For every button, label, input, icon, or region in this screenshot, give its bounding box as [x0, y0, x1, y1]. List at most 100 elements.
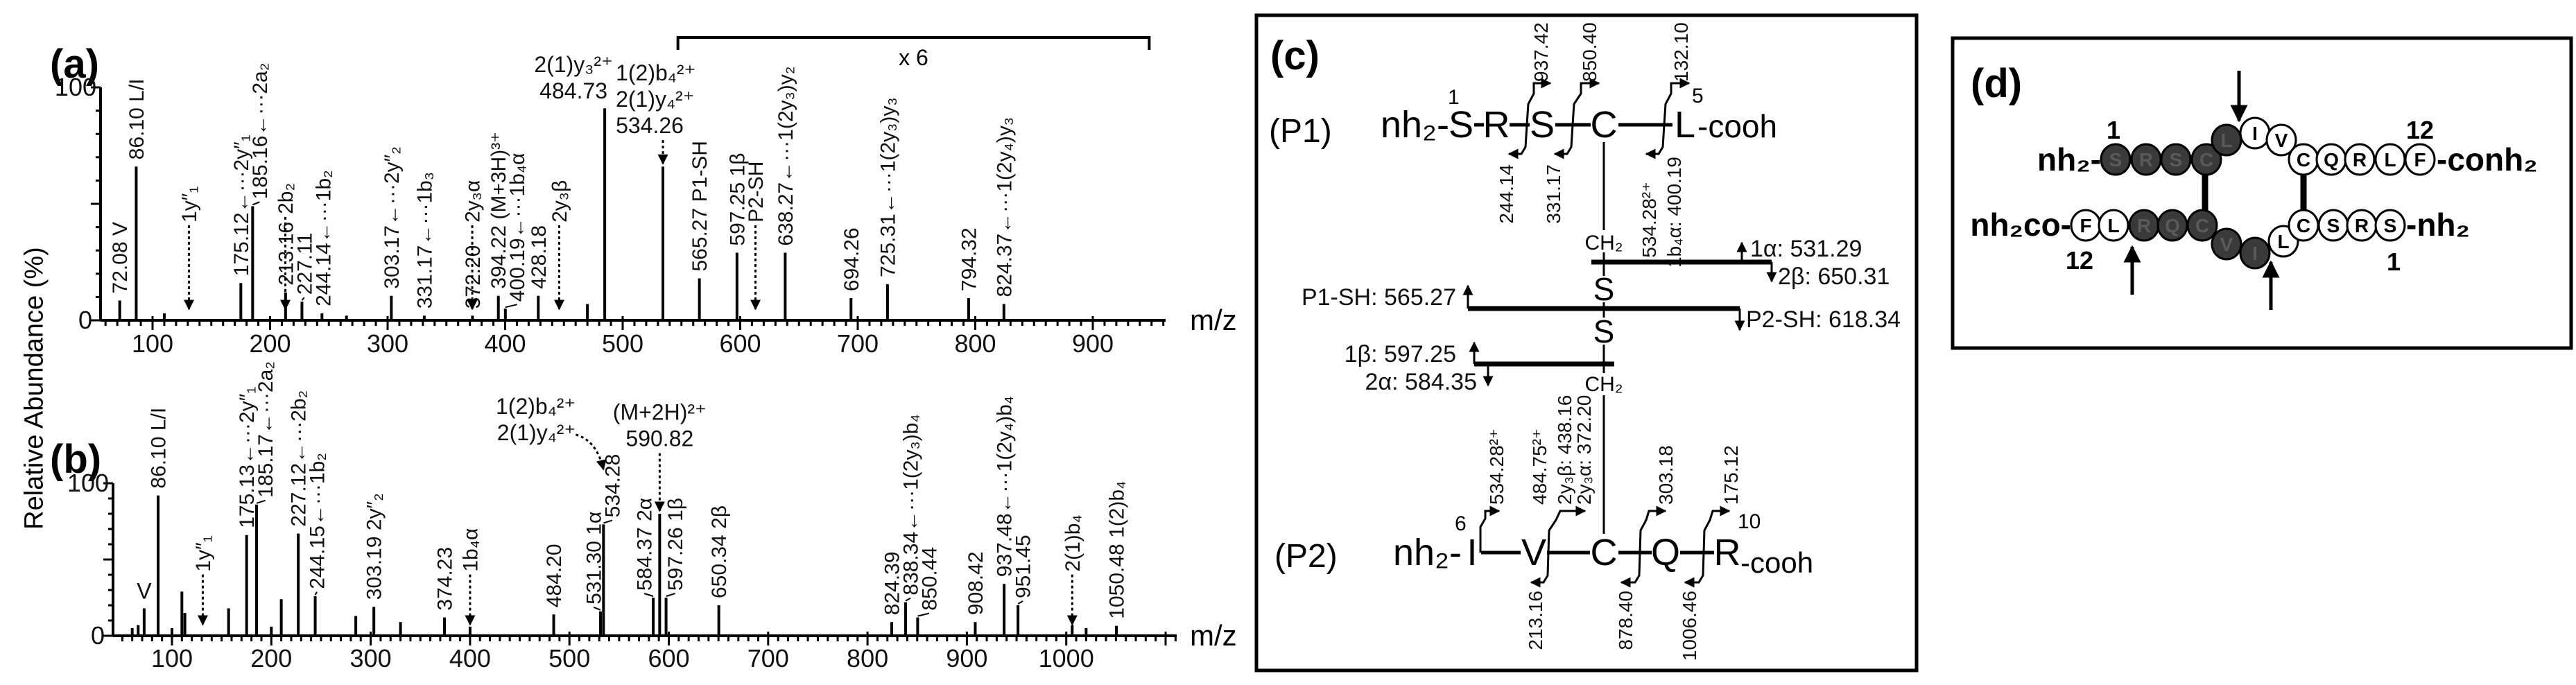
- residue-letter: I: [2252, 243, 2258, 264]
- peak-label: 584.37 2α: [634, 498, 657, 591]
- annotation-label: 2y₃α: [462, 180, 485, 223]
- top-nterm: nh₂-: [2037, 141, 2101, 177]
- p2-residue: I: [1467, 532, 1477, 573]
- residue-letter: R: [2139, 149, 2153, 171]
- annotation-label: 2(1)y₄²⁺: [497, 420, 576, 445]
- panel-label-c: (c): [1270, 33, 1320, 78]
- residue-circle: [2098, 209, 2129, 242]
- residue-letter: Q: [2165, 215, 2180, 236]
- cleavage-marker: [1507, 78, 1691, 159]
- peak-label: 400.19←···1b₄α: [506, 153, 529, 302]
- p1-nterm: nh₂-: [1381, 104, 1449, 146]
- x-tick-label: 900: [1072, 329, 1114, 358]
- cleavage-marker: [1479, 505, 1731, 588]
- peak-label: 244.14←···1b₂: [312, 170, 335, 306]
- fragment-label: 937.42: [1530, 22, 1552, 82]
- x-tick-label: 600: [719, 329, 761, 358]
- peak-label: 1050.48 1(2)b₄: [1106, 481, 1129, 619]
- residue-letter: R: [2137, 215, 2151, 236]
- fragment-label: 534.28²⁺: [1486, 428, 1507, 505]
- residue-letter: V: [2220, 234, 2233, 255]
- residue-letter: C: [2199, 149, 2213, 171]
- annotation-label: 2y₃β: [548, 180, 571, 223]
- peak-label: 725.31←···1(2y₃)y₃: [876, 97, 899, 277]
- p1-start-num: 1: [1448, 86, 1460, 109]
- peak-label: 2(1)y₄²⁺: [616, 87, 695, 112]
- label-leader: [905, 597, 911, 602]
- panel-label-a: (a): [50, 42, 99, 87]
- residue-letter: S: [2170, 149, 2183, 171]
- residue-letter: C: [2297, 149, 2310, 171]
- cleavage-label: 2α: 584.35: [1365, 369, 1477, 395]
- peak-label: 694.26: [840, 227, 863, 291]
- residue-circle: [2186, 209, 2218, 242]
- top-start-num: 1: [2107, 116, 2120, 144]
- cleavage-label: P1-SH: 565.27: [1302, 284, 1456, 311]
- peak-label: 590.82: [625, 426, 693, 451]
- peak-label: 303.19 2y″₂: [363, 493, 386, 600]
- x-tick-label: 500: [548, 644, 590, 673]
- label-leader: [1017, 600, 1023, 605]
- peak-label: 227.11: [293, 233, 316, 295]
- peak-label: 565.27 P1-SH: [689, 141, 711, 271]
- y-axis-title: Relative Abundance (%): [19, 247, 49, 530]
- bottom-start-num: 12: [2066, 246, 2093, 275]
- cleavage-label: 1α: 531.29: [1750, 236, 1862, 262]
- peak-label: 650.34 2β: [708, 505, 731, 598]
- linker-cleavage-bars: [1462, 241, 1777, 387]
- x-tick-label: 100: [151, 644, 193, 673]
- p2-residue: R: [1714, 532, 1741, 573]
- x-tick-label: 200: [249, 329, 291, 358]
- label-leader: [314, 591, 318, 596]
- annotation-label: 1y″₁: [178, 186, 201, 222]
- fragment-label: 1006.46: [1679, 591, 1700, 661]
- fragment-label: 1b₄α: 400.19: [1663, 157, 1685, 268]
- peak-label: 597.25 1β: [726, 153, 749, 246]
- peak-label: 484.73: [539, 78, 607, 103]
- peak-label: 951.45: [1012, 535, 1035, 598]
- y-tick-label: 0: [91, 621, 105, 650]
- peak-label: 824.39: [881, 551, 904, 615]
- p1-tag: (P1): [1269, 113, 1332, 150]
- label-leader: [252, 201, 260, 206]
- fragment-label: 303.18: [1655, 445, 1677, 505]
- peak-label: 838.34←···1(2y₃)b₄: [900, 414, 923, 595]
- fragment-label: 484.75²⁺: [1529, 428, 1550, 505]
- peak-label: 244.15←···1b₂: [306, 453, 329, 589]
- residue-circle: [2160, 143, 2192, 176]
- peak-label: 908.42: [965, 551, 987, 615]
- label-leader: [593, 606, 601, 611]
- peak-label: 185.17←···2a₂: [254, 361, 277, 498]
- peak-label: 638.27←···1(2y₃)y₂: [775, 67, 797, 246]
- top-end-num: 12: [2406, 116, 2434, 144]
- residue-letter: I: [2252, 123, 2258, 144]
- annotation-arrow: [575, 433, 607, 471]
- p2-residue: V: [1521, 532, 1546, 573]
- residue-circle: [2190, 143, 2222, 176]
- p1-residue: C: [1591, 104, 1618, 146]
- scale-bracket: [676, 36, 1151, 50]
- x-tick-label: 500: [602, 329, 643, 358]
- x-tick-label: 800: [847, 644, 888, 673]
- y-tick-label: 100: [67, 469, 109, 497]
- p2-start-num: 6: [1455, 512, 1467, 535]
- x-tick-label: 900: [946, 644, 987, 673]
- y-tick-label: 100: [55, 73, 96, 101]
- label-leader: [301, 297, 305, 301]
- residue-circle: [2404, 143, 2436, 176]
- x-tick-label: 300: [350, 644, 392, 673]
- x-tick-label: 200: [250, 644, 292, 673]
- x-tick-label: 700: [747, 644, 789, 673]
- residue-letter: L: [2277, 231, 2289, 252]
- y-tick-label: 0: [78, 306, 92, 334]
- p2-residue: Q: [1651, 532, 1680, 573]
- peak-label: 374.23: [433, 547, 456, 611]
- ch2-group: CH₂: [1585, 232, 1623, 254]
- residue-circle: [2344, 143, 2376, 176]
- peak-label: 428.18: [528, 225, 551, 289]
- p1-residue: L: [1675, 104, 1695, 146]
- peak-label: 794.32: [958, 227, 980, 291]
